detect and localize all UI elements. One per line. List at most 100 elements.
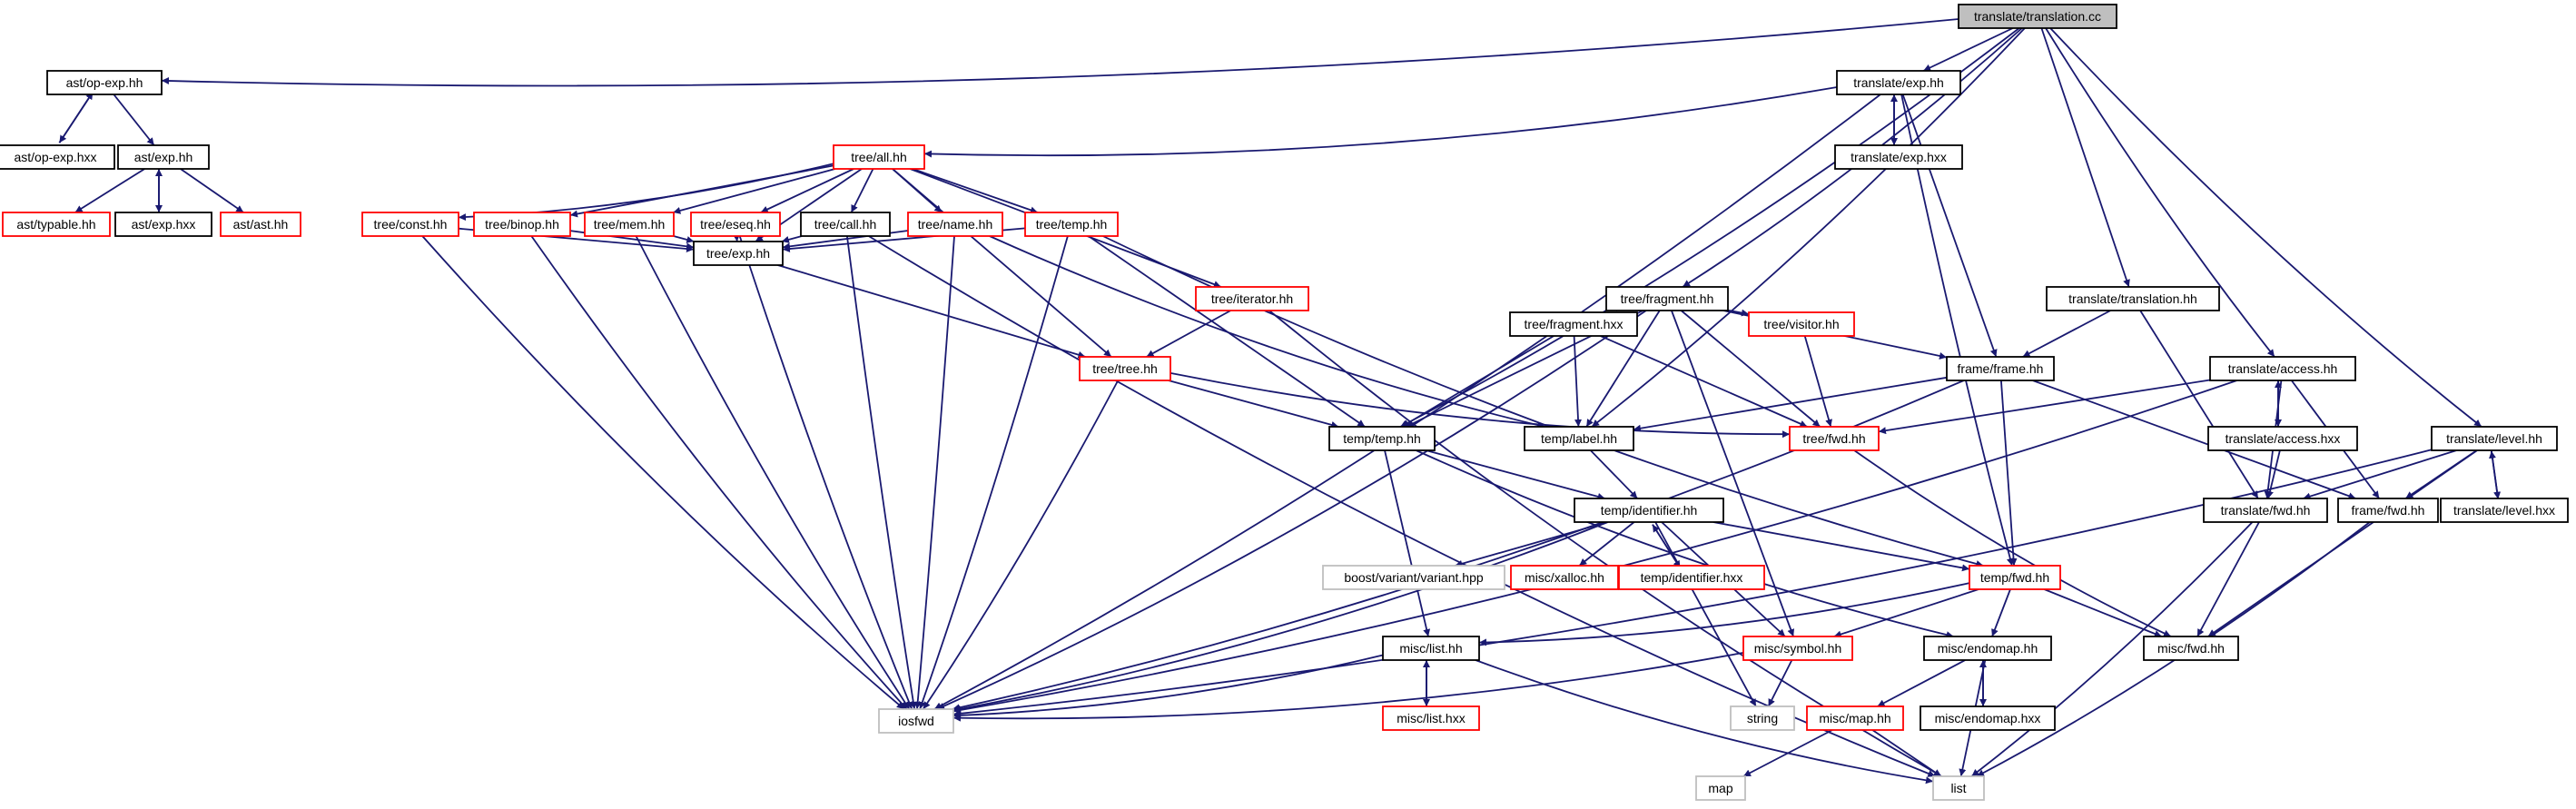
node-label: tree/fragment.hh bbox=[1621, 291, 1714, 306]
node-ast-ast[interactable]: ast/ast.hh bbox=[220, 212, 301, 237]
node-frame-frame[interactable]: frame/frame.hh bbox=[1946, 356, 2055, 381]
node-frame-fwd[interactable]: frame/fwd.hh bbox=[2337, 498, 2439, 523]
node-misc-endomap[interactable]: misc/endomap.hh bbox=[1923, 636, 2052, 661]
node-label: temp/identifier.hh bbox=[1601, 503, 1698, 518]
node-tr-level-hxx[interactable]: translate/level.hxx bbox=[2440, 498, 2569, 523]
node-iosfwd[interactable]: iosfwd bbox=[878, 708, 954, 734]
node-box bbox=[1969, 565, 2061, 590]
node-tree-name[interactable]: tree/name.hh bbox=[907, 212, 1003, 237]
node-tree-visitor[interactable]: tree/visitor.hh bbox=[1748, 311, 1855, 337]
edge-tree-mem-to-iosfwd bbox=[635, 235, 911, 710]
node-box bbox=[1742, 636, 1853, 661]
node-box bbox=[1382, 705, 1480, 731]
node-box bbox=[690, 212, 781, 237]
node-box bbox=[1806, 705, 1904, 731]
node-box bbox=[2209, 356, 2356, 381]
node-label: frame/frame.hh bbox=[1958, 361, 2044, 376]
node-ast-exp-hxx[interactable]: ast/exp.hxx bbox=[114, 212, 212, 237]
node-tr-exp-hxx[interactable]: translate/exp.hxx bbox=[1834, 144, 1963, 170]
node-tree-temp[interactable]: tree/temp.hh bbox=[1024, 212, 1119, 237]
node-op-exp-hh[interactable]: ast/op-exp.hh bbox=[46, 70, 163, 95]
node-map[interactable]: map bbox=[1695, 775, 1746, 801]
node-box bbox=[1524, 426, 1634, 451]
node-box bbox=[1834, 144, 1963, 170]
node-box bbox=[1695, 775, 1746, 801]
node-tree-call[interactable]: tree/call.hh bbox=[800, 212, 891, 237]
edge-layer bbox=[58, 18, 2502, 784]
node-root[interactable]: translate/translation.cc bbox=[1958, 4, 2117, 29]
node-misc-map[interactable]: misc/map.hh bbox=[1806, 705, 1904, 731]
node-tree-fragment-hxx[interactable]: tree/fragment.hxx bbox=[1509, 311, 1638, 337]
edge-tree-all-to-tree-const bbox=[458, 163, 834, 222]
node-tree-binop[interactable]: tree/binop.hh bbox=[473, 212, 571, 237]
node-tr-access[interactable]: translate/access.hh bbox=[2209, 356, 2356, 381]
node-tr-level[interactable]: translate/level.hh bbox=[2431, 426, 2558, 451]
edge-tree-fragment-hxx-to-temp-label bbox=[1573, 335, 1583, 428]
edge-tree-eseq-to-tree-exp bbox=[733, 233, 740, 242]
node-tree-fragment[interactable]: tree/fragment.hh bbox=[1605, 286, 1729, 311]
node-box bbox=[2207, 426, 2358, 451]
node-box bbox=[1836, 70, 1961, 95]
node-op-exp-hxx[interactable]: ast/op-exp.hxx bbox=[0, 144, 115, 170]
edge-tr-fwd-to-misc-fwd bbox=[2196, 521, 2260, 637]
node-box bbox=[220, 212, 301, 237]
node-label: tree/temp.hh bbox=[1036, 217, 1108, 232]
node-tree-eseq[interactable]: tree/eseq.hh bbox=[690, 212, 781, 237]
node-temp-temp[interactable]: temp/temp.hh bbox=[1328, 426, 1436, 451]
edge-tr-exp-hh-to-tree-all bbox=[923, 86, 1838, 158]
node-misc-symbol[interactable]: misc/symbol.hh bbox=[1742, 636, 1853, 661]
node-list[interactable]: list bbox=[1932, 775, 1985, 801]
node-ast-typable[interactable]: ast/typable.hh bbox=[2, 212, 111, 237]
node-tree-all[interactable]: tree/all.hh bbox=[833, 144, 925, 170]
node-label: translate/translation.cc bbox=[1974, 9, 2101, 24]
node-tree-fwd[interactable]: tree/fwd.hh bbox=[1789, 426, 1880, 451]
node-label: map bbox=[1708, 781, 1732, 795]
edge-root-to-temp-label bbox=[1591, 27, 2026, 428]
node-tr-exp-hh[interactable]: translate/exp.hh bbox=[1836, 70, 1961, 95]
node-misc-list[interactable]: misc/list.hh bbox=[1382, 636, 1480, 661]
node-box bbox=[1920, 705, 2056, 731]
node-tree-iterator[interactable]: tree/iterator.hh bbox=[1195, 286, 1309, 311]
node-box bbox=[473, 212, 571, 237]
node-tree-mem[interactable]: tree/mem.hh bbox=[584, 212, 675, 237]
node-label: tree/tree.hh bbox=[1092, 361, 1158, 376]
edge-tree-temp-to-temp-fwd bbox=[1102, 235, 1984, 567]
node-box bbox=[1730, 705, 1795, 731]
node-boost-variant[interactable]: boost/variant/variant.hpp bbox=[1322, 565, 1505, 590]
node-box bbox=[2337, 498, 2439, 523]
node-label: tree/call.hh bbox=[814, 217, 876, 232]
node-tr-access-hxx[interactable]: translate/access.hxx bbox=[2207, 426, 2358, 451]
node-temp-label[interactable]: temp/label.hh bbox=[1524, 426, 1634, 451]
node-box bbox=[361, 212, 459, 237]
node-misc-endomap-hxx[interactable]: misc/endomap.hxx bbox=[1920, 705, 2056, 731]
node-box bbox=[1195, 286, 1309, 311]
node-label: tree/eseq.hh bbox=[700, 217, 771, 232]
node-temp-identifier[interactable]: temp/identifier.hh bbox=[1574, 498, 1724, 523]
node-tr-fwd[interactable]: translate/fwd.hh bbox=[2203, 498, 2328, 523]
edge-tree-eseq-to-iosfwd bbox=[738, 235, 913, 710]
node-label: translate/level.hxx bbox=[2453, 503, 2555, 518]
node-box bbox=[0, 144, 115, 170]
node-tree-exp[interactable]: tree/exp.hh bbox=[693, 241, 784, 266]
edge-tree-all-to-tree-tree bbox=[892, 168, 1112, 358]
node-misc-list-hxx[interactable]: misc/list.hxx bbox=[1382, 705, 1480, 731]
edge-op-exp-hxx-to-op-exp-hh bbox=[58, 91, 94, 143]
node-misc-xalloc[interactable]: misc/xalloc.hh bbox=[1510, 565, 1619, 590]
node-label: misc/endomap.hxx bbox=[1935, 711, 2041, 725]
node-tree-tree[interactable]: tree/tree.hh bbox=[1079, 356, 1171, 381]
node-tr-translation-hh[interactable]: translate/translation.hh bbox=[2046, 286, 2220, 311]
edge-frame-frame-to-temp-label bbox=[1633, 376, 1948, 432]
edge-tree-temp-to-temp-temp bbox=[1088, 235, 1366, 428]
node-temp-fwd[interactable]: temp/fwd.hh bbox=[1969, 565, 2061, 590]
node-label: tree/iterator.hh bbox=[1211, 291, 1293, 306]
edge-tree-fragment-hxx-to-temp-temp bbox=[1401, 335, 1554, 428]
edge-frame-frame-to-temp-fwd bbox=[2000, 380, 2018, 567]
node-tree-const[interactable]: tree/const.hh bbox=[361, 212, 459, 237]
edge-root-to-tr-translation-hh bbox=[2040, 27, 2130, 288]
node-temp-identifier-hxx[interactable]: temp/identifier.hxx bbox=[1618, 565, 1765, 590]
edge-temp-fwd-to-misc-endomap bbox=[1991, 588, 2011, 637]
node-ast-exp-hh[interactable]: ast/exp.hh bbox=[117, 144, 210, 170]
edge-root-to-tr-level bbox=[2049, 27, 2482, 428]
node-string[interactable]: string bbox=[1730, 705, 1795, 731]
node-misc-fwd[interactable]: misc/fwd.hh bbox=[2143, 636, 2239, 661]
